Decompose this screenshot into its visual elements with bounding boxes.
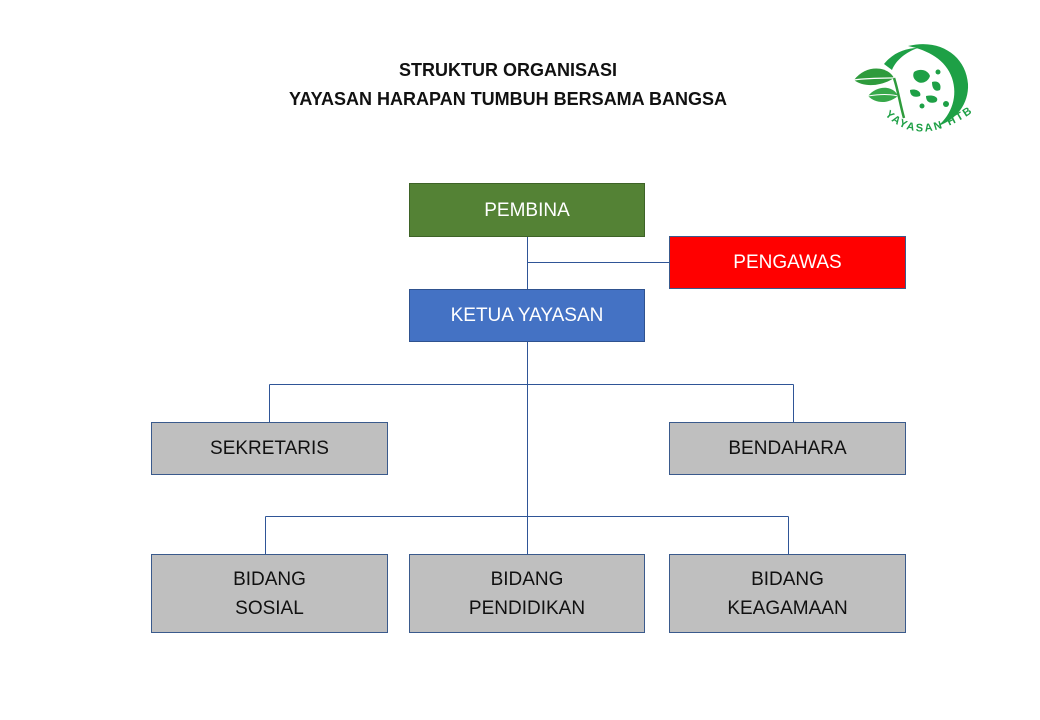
node-bendahara-label: BENDAHARA <box>728 438 847 459</box>
node-bidang-sosial-label: BIDANG SOSIAL <box>233 568 306 619</box>
node-ketua-label: KETUA YAYASAN <box>450 305 604 326</box>
yayasan-htbb-logo: YAYASAN HTBB <box>848 34 974 135</box>
chart-title-line1: STRUKTUR ORGANISASI <box>398 60 617 80</box>
node-bidang-pendidikan-label: BIDANG PENDIDIKAN <box>468 568 586 619</box>
node-pengawas: PENGAWAS <box>669 236 906 289</box>
node-ketua-yayasan: KETUA YAYASAN <box>409 289 645 342</box>
chart-title-line2: YAYASAN HARAPAN TUMBUH BERSAMA BANGSA <box>288 89 728 109</box>
node-bidang-pendidikan: BIDANG PENDIDIKAN <box>409 554 645 633</box>
node-bidang-keagamaan: BIDANG KEAGAMAAN <box>669 554 906 633</box>
node-pembina: PEMBINA <box>409 183 645 237</box>
node-bidang-keagamaan-label: BIDANG KEAGAMAAN <box>727 568 848 619</box>
node-pengawas-label: PENGAWAS <box>733 252 842 273</box>
node-sekretaris: SEKRETARIS <box>151 422 388 475</box>
node-bidang-sosial: BIDANG SOSIAL <box>151 554 388 633</box>
node-bendahara: BENDAHARA <box>669 422 906 475</box>
node-sekretaris-label: SEKRETARIS <box>210 438 329 459</box>
node-pembina-label: PEMBINA <box>484 199 570 221</box>
